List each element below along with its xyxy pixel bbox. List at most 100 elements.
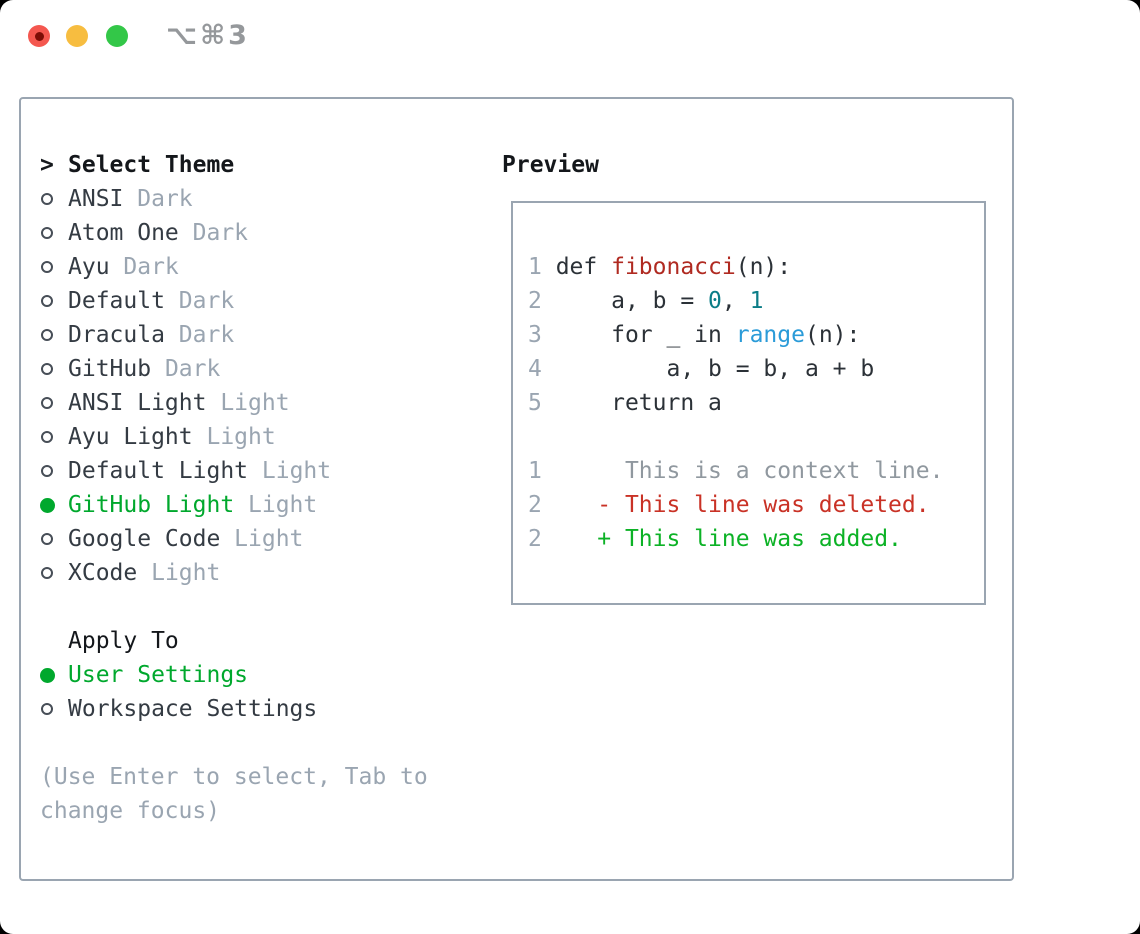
theme-variant: Light <box>151 560 221 586</box>
theme-name: Google Code <box>68 526 235 552</box>
theme-option[interactable]: Atom One Dark <box>40 216 428 250</box>
theme-option[interactable]: GitHub Light Light <box>40 488 428 522</box>
code-segment-builtin: range <box>735 322 805 348</box>
theme-name: Default Light <box>68 458 262 484</box>
radio-unselected-icon <box>41 533 53 545</box>
radio-unselected-icon <box>41 703 53 715</box>
preview-line: 2 a, b = 0, 1 <box>528 284 984 318</box>
code-segment-code: def <box>555 254 612 280</box>
theme-variant: Dark <box>178 322 235 348</box>
theme-variant: Light <box>248 492 318 518</box>
code-segment-num: 1 <box>528 254 556 280</box>
code-segment-add: + This line was added. <box>597 526 902 552</box>
code-segment-code: return a <box>555 390 722 416</box>
apply-to-title: Apply To <box>68 628 179 654</box>
theme-option[interactable]: Default Light Light <box>40 454 428 488</box>
help-text-line: (Use Enter to select, Tab to <box>40 760 428 794</box>
apply-to-option[interactable]: Workspace Settings <box>40 692 428 726</box>
code-segment-fn: fibonacci <box>611 254 736 280</box>
code-segment-code: (n): <box>735 254 792 280</box>
apply-to-option[interactable]: User Settings <box>40 658 428 692</box>
radio-unselected-icon <box>41 193 53 205</box>
preview-line: 1 def fibonacci(n): <box>528 250 984 284</box>
theme-name: Ayu <box>68 254 124 280</box>
minimize-button[interactable] <box>66 25 88 47</box>
preview-line: 4 a, b = b, a + b <box>528 352 984 386</box>
close-button[interactable] <box>28 25 50 47</box>
apply-to-name: Workspace Settings <box>68 696 318 722</box>
code-segment-ctx: This is a context line. <box>555 458 944 484</box>
help-text-line: change focus) <box>40 794 428 828</box>
window-shortcut-label: ⌥⌘3 <box>166 20 250 51</box>
theme-option[interactable]: ANSI Light Light <box>40 386 428 420</box>
radio-selected-icon <box>40 497 55 513</box>
theme-variant: Dark <box>192 220 249 246</box>
code-segment-code: a, b = <box>555 288 709 314</box>
theme-name: GitHub Light <box>68 492 249 518</box>
radio-unselected-icon <box>41 261 53 273</box>
code-segment-const: 0 <box>708 288 722 314</box>
code-segment-code <box>556 492 598 518</box>
preview-line: 5 return a <box>528 386 984 420</box>
preview-line: 1 This is a context line. <box>528 454 984 488</box>
help-text: (Use Enter to select, Tab to <box>40 764 428 790</box>
theme-name: Atom One <box>68 220 193 246</box>
theme-name: ANSI <box>68 186 138 212</box>
theme-option[interactable]: Dracula Dark <box>40 318 428 352</box>
theme-option[interactable]: GitHub Dark <box>40 352 428 386</box>
theme-option[interactable]: ANSI Dark <box>40 182 428 216</box>
theme-option[interactable]: XCode Light <box>40 556 428 590</box>
theme-variant: Light <box>206 424 276 450</box>
theme-variant: Light <box>220 390 290 416</box>
radio-unselected-icon <box>41 329 53 341</box>
radio-unselected-icon <box>41 567 53 579</box>
code-segment-num: 2 <box>528 492 556 518</box>
preview-line: 3 for _ in range(n): <box>528 318 984 352</box>
code-segment-code: (n): <box>804 322 861 348</box>
preview-line: 2 + This line was added. <box>528 522 984 556</box>
apply-to-header: Apply To <box>40 624 428 658</box>
theme-variant: Light <box>234 526 304 552</box>
close-dot-icon <box>34 31 44 41</box>
code-segment-code: for _ in <box>555 322 736 348</box>
theme-variant: Dark <box>123 254 179 280</box>
theme-option[interactable]: Google Code Light <box>40 522 428 556</box>
code-segment-code: a, b = b, a + b <box>555 356 875 382</box>
preview-heading: Preview <box>502 152 599 178</box>
code-segment-code <box>556 526 598 552</box>
radio-unselected-icon <box>41 465 53 477</box>
theme-name: Ayu Light <box>68 424 207 450</box>
radio-unselected-icon <box>41 397 53 409</box>
theme-variant: Light <box>261 458 332 484</box>
theme-name: XCode <box>68 560 152 586</box>
code-segment-num: 4 <box>528 356 556 382</box>
preview-line <box>528 420 984 454</box>
help-text: change focus) <box>40 798 221 824</box>
theme-variant: Dark <box>137 186 193 212</box>
radio-selected-icon <box>40 667 55 683</box>
caret-icon: > <box>40 152 54 178</box>
code-segment-del: - This line was deleted. <box>597 492 930 518</box>
radio-unselected-icon <box>41 363 53 375</box>
theme-list-header: > Select Theme <box>40 148 428 182</box>
code-segment-num: 2 <box>528 526 556 552</box>
code-segment-code: , <box>721 288 750 314</box>
theme-option[interactable]: Default Dark <box>40 284 428 318</box>
preview-line: 2 - This line was deleted. <box>528 488 984 522</box>
code-segment-num: 1 <box>528 458 556 484</box>
theme-option[interactable]: Ayu Dark <box>40 250 428 284</box>
code-segment-num: 2 <box>528 288 556 314</box>
spacer-row <box>40 726 428 760</box>
radio-unselected-icon <box>41 227 53 239</box>
theme-option[interactable]: Ayu Light Light <box>40 420 428 454</box>
code-segment-num: 3 <box>528 322 556 348</box>
theme-variant: Dark <box>164 356 221 382</box>
theme-name: GitHub <box>68 356 165 382</box>
theme-variant: Dark <box>178 288 235 314</box>
zoom-button[interactable] <box>106 25 128 47</box>
theme-list-title: Select Theme <box>68 152 235 178</box>
code-segment-const: 1 <box>749 288 764 314</box>
